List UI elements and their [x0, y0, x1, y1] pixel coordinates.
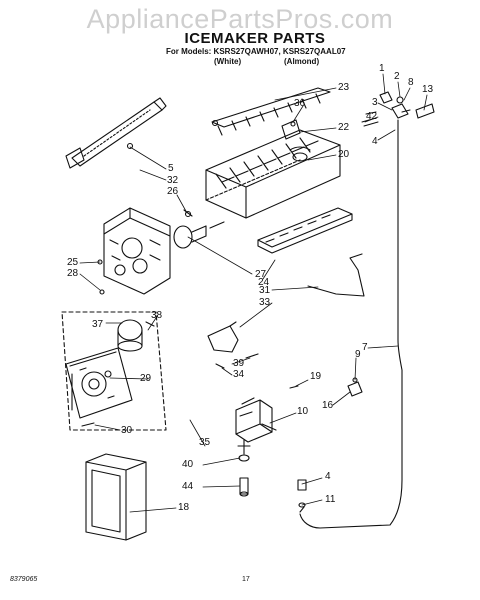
callout-36: 36 — [294, 98, 306, 109]
color-white-label: (White) — [214, 57, 242, 66]
water-inlet-fittings — [379, 91, 435, 119]
shutoff-arm — [65, 97, 167, 169]
callout-28: 28 — [67, 268, 79, 279]
module-group-box — [61, 311, 167, 431]
site-watermark: AppliancePartsPros.com — [86, 4, 394, 34]
page-number: 17 — [242, 576, 250, 583]
callout-34: 34 — [233, 369, 245, 380]
callout-22: 22 — [338, 122, 350, 133]
callout-23: 23 — [338, 82, 350, 93]
callout-30: 30 — [121, 425, 133, 436]
ejector-blade — [211, 87, 331, 136]
fill-tube — [299, 119, 403, 529]
callout-16: 16 — [322, 400, 334, 411]
model-numbers: For Models: KSRS27QAWH07, KSRS27QAAL07 — [166, 47, 346, 56]
diagram-title: ICEMAKER PARTS — [184, 30, 326, 47]
callout-25: 25 — [67, 257, 79, 268]
ice-mold — [205, 129, 341, 219]
callout-40: 40 — [182, 459, 194, 470]
fill-cup — [281, 111, 379, 140]
callout-24: 24 — [258, 277, 270, 288]
callout-39: 39 — [233, 358, 245, 369]
callout-38: 38 — [151, 310, 163, 321]
callout-5: 5 — [168, 163, 174, 174]
callout-3: 3 — [372, 97, 378, 108]
callout-31: 31 — [259, 285, 271, 296]
callout-37: 37 — [92, 319, 104, 330]
ice-stripper — [257, 207, 353, 254]
callout-27: 27 — [255, 269, 267, 280]
timing-motor — [117, 319, 155, 352]
callout-7: 7 — [362, 342, 368, 353]
callout-9: 9 — [355, 349, 361, 360]
callout-13: 13 — [422, 84, 434, 95]
callout-29: 29 — [140, 373, 152, 384]
module-housing — [65, 347, 133, 427]
shutoff-bracket — [207, 321, 259, 369]
callout-4-bottom: 4 — [325, 471, 331, 482]
ice-bin-access-panel — [85, 453, 147, 541]
callout-8: 8 — [408, 77, 414, 88]
drive-gear — [173, 209, 225, 249]
callout-32: 32 — [167, 175, 179, 186]
callout-26: 26 — [167, 186, 179, 197]
callout-20: 20 — [338, 149, 350, 160]
control-housing — [97, 207, 171, 295]
leader-lines — [79, 73, 428, 513]
tube-clamp — [289, 377, 363, 397]
callout-19: 19 — [310, 371, 322, 382]
callout-35: 35 — [199, 437, 211, 448]
callout-4-top: 4 — [372, 136, 378, 147]
bail-arm — [307, 253, 365, 297]
callout-10: 10 — [297, 406, 309, 417]
callout-1: 1 — [379, 63, 385, 74]
footer-part-code: 8379065 — [10, 576, 38, 583]
valve-fittings — [238, 454, 307, 508]
callout-33: 33 — [259, 297, 271, 308]
callout-18: 18 — [178, 502, 190, 513]
water-valve — [235, 397, 277, 455]
callout-44: 44 — [182, 481, 194, 492]
callout-2: 2 — [394, 71, 400, 82]
color-almond-label: (Almond) — [284, 57, 320, 66]
callout-11: 11 — [325, 494, 336, 505]
callout-42: 42 — [366, 111, 378, 122]
